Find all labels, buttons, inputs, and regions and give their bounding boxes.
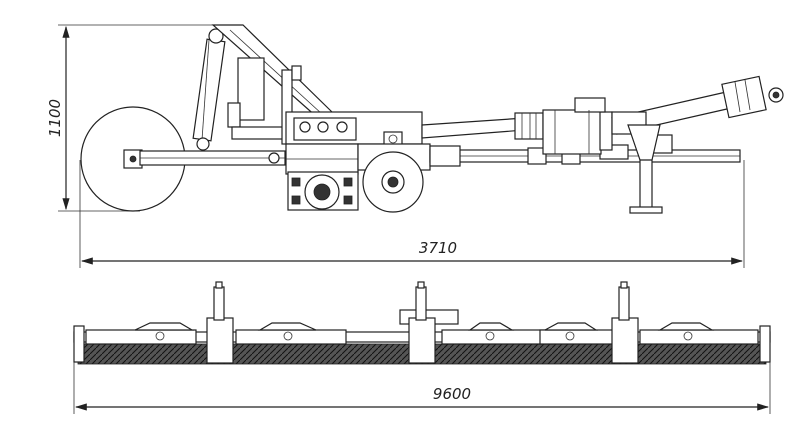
length-dimension: 3710 — [79, 160, 745, 268]
hydraulic-cylinder — [192, 28, 226, 151]
support-stand — [627, 124, 663, 214]
width-label: 9600 — [433, 385, 471, 403]
side-view: 1100 — [46, 24, 784, 268]
deck-section-2 — [235, 322, 347, 345]
deck-section-4 — [539, 322, 621, 345]
length-label: 3710 — [419, 239, 457, 257]
wheel-unit-left — [206, 281, 234, 364]
deck-section-1 — [85, 322, 197, 345]
wheel-unit-center — [399, 281, 459, 364]
height-label: 1100 — [46, 99, 64, 137]
front-wheel — [362, 151, 424, 213]
wheel-unit-right — [611, 281, 639, 364]
width-dimension: 9600 — [73, 362, 771, 414]
drive-shaft — [421, 112, 544, 140]
deck-section-3 — [441, 322, 553, 345]
motor — [542, 97, 613, 155]
deck-section-5 — [639, 322, 759, 345]
top-view: 9600 — [73, 281, 771, 414]
height-dimension: 1100 — [46, 24, 215, 212]
wheel-arm — [139, 150, 286, 166]
gearbox — [285, 111, 431, 211]
